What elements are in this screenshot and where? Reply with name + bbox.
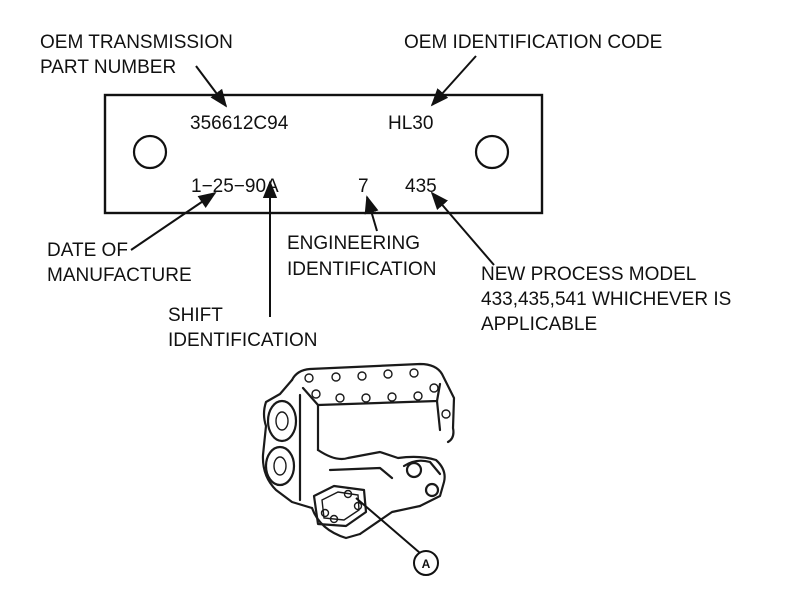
plate-id-code: HL30 [388, 113, 433, 134]
label-new-process-line2: 433,435,541 WHICHEVER IS [481, 289, 731, 310]
plate-mounting-hole-left [132, 134, 168, 170]
label-oem-part-number-line1: OEM TRANSMISSION [40, 32, 233, 53]
plate-model-code: 435 [405, 176, 437, 197]
label-shift-line1: SHIFT [168, 305, 223, 326]
leader-arrow-engineering [364, 195, 379, 232]
label-new-process-line1: NEW PROCESS MODEL [481, 264, 696, 285]
leader-arrow-model [430, 191, 495, 266]
plate-part-number: 356612C94 [190, 113, 289, 134]
housing-front-outline [261, 378, 314, 510]
leader-arrow-date [130, 191, 217, 251]
label-date-line1: DATE OF [47, 240, 128, 261]
leader-arrow-id-code [430, 55, 477, 107]
callout-letter: A [422, 557, 431, 571]
callout-leader-line [355, 497, 421, 554]
pto-cover-plate [312, 484, 368, 528]
label-engineering-line2: IDENTIFICATION [287, 259, 437, 280]
transmission-illustration: A [261, 362, 456, 576]
plate-outline [103, 93, 544, 215]
cover-bolts [304, 368, 451, 524]
label-engineering-line1: ENGINEERING [287, 233, 420, 254]
id-plate: 356612C94 HL30 1−25−90A 7 435 [103, 93, 544, 215]
label-shift-line2: IDENTIFICATION [168, 330, 318, 351]
label-date-line2: MANUFACTURE [47, 265, 192, 286]
leader-arrow-part-number [195, 65, 228, 108]
housing-top-outline [290, 362, 456, 444]
callout-circle [413, 550, 439, 576]
plate-engineering-code: 7 [358, 176, 369, 197]
label-new-process-line3: APPLICABLE [481, 314, 597, 335]
label-oem-id-code: OEM IDENTIFICATION CODE [404, 32, 662, 53]
label-oem-part-number-line2: PART NUMBER [40, 57, 176, 78]
plate-date-code: 1−25−90A [191, 176, 279, 197]
plate-mounting-hole-right [474, 134, 510, 170]
